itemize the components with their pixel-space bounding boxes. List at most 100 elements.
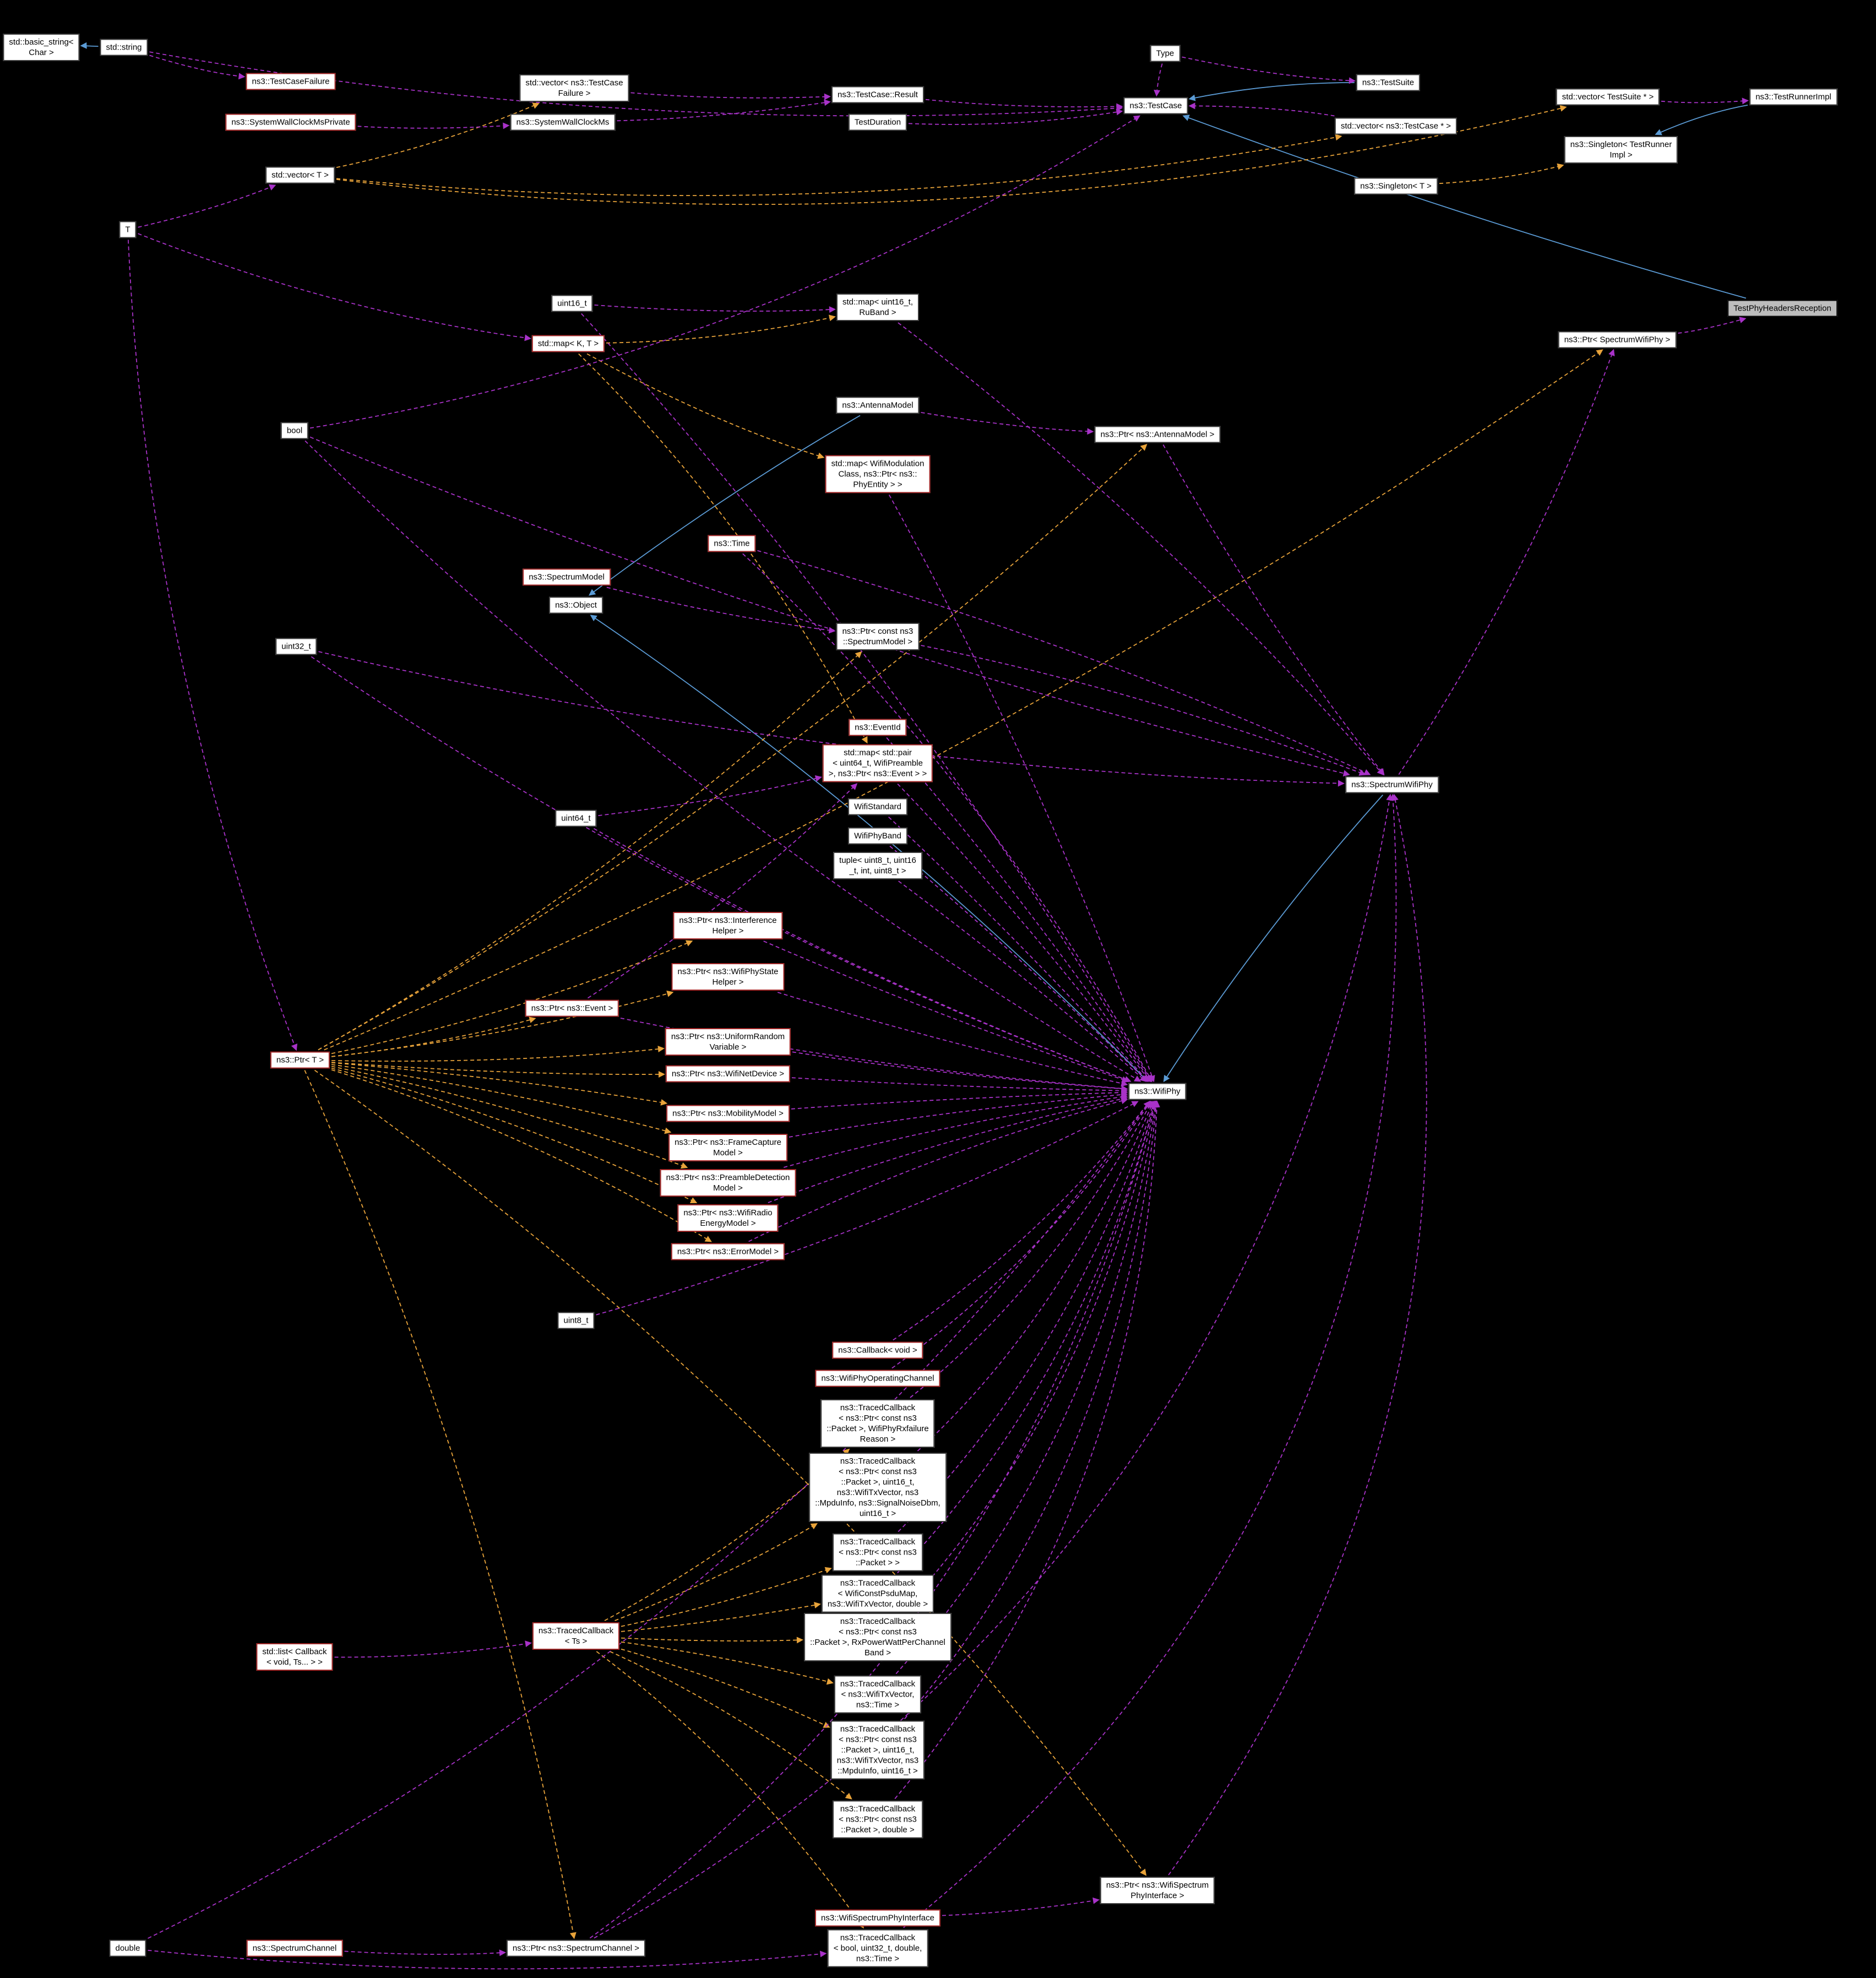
node-ptr_mobilitymodel[interactable]: ns3::Ptr< ns3::MobilityModel > bbox=[666, 1105, 790, 1122]
edge-spectrumwifiphy--ptr_spectrumwifiphy bbox=[1398, 349, 1615, 775]
node-bool[interactable]: bool bbox=[280, 422, 309, 439]
node-type[interactable]: Type bbox=[1150, 45, 1181, 62]
edge-tc_psdumap--wifiphy bbox=[897, 1100, 1157, 1574]
node-map_pair[interactable]: std::map< std::pair < uint64_t, WifiPrea… bbox=[822, 744, 933, 782]
node-vector_t[interactable]: std::vector< T > bbox=[265, 166, 335, 184]
node-ptr_wifinetdevice[interactable]: ns3::Ptr< ns3::WifiNetDevice > bbox=[665, 1065, 791, 1083]
node-testsuite[interactable]: ns3::TestSuite bbox=[1356, 74, 1421, 91]
edge-t--map_kt bbox=[138, 233, 531, 341]
edge-ptr_t--ptr_uniformrandom bbox=[331, 1046, 665, 1062]
node-uint8[interactable]: uint8_t bbox=[557, 1312, 595, 1329]
node-vec_testcasefailure[interactable]: std::vector< ns3::TestCase Failure > bbox=[519, 74, 629, 102]
edge-ptr_t--ptr_interferencehelper bbox=[331, 940, 693, 1055]
node-list_callback[interactable]: std::list< Callback < void, Ts... > > bbox=[256, 1643, 333, 1671]
edge-double--wifiphy bbox=[148, 1100, 1151, 1939]
node-syswallclockmsprivate[interactable]: ns3::SystemWallClockMsPrivate bbox=[225, 113, 356, 131]
edge-uint8--wifiphy bbox=[596, 1101, 1139, 1316]
node-map_kt[interactable]: std::map< K, T > bbox=[531, 335, 605, 352]
edge-tracedcallback_ts--tc_rxpower bbox=[621, 1637, 803, 1644]
node-spectrumwifiphy[interactable]: ns3::SpectrumWifiPhy bbox=[1345, 776, 1439, 794]
node-ptr_interferencehelper[interactable]: ns3::Ptr< ns3::Interference Helper > bbox=[673, 912, 783, 939]
node-basic_string[interactable]: std::basic_string< Char > bbox=[3, 34, 80, 61]
node-wifiphyoperatingchannel[interactable]: ns3::WifiPhyOperatingChannel bbox=[815, 1370, 940, 1387]
node-map_uint16_ruband[interactable]: std::map< uint16_t, RuBand > bbox=[836, 294, 919, 321]
edge-tc_rxfailure--wifiphy bbox=[910, 1100, 1152, 1398]
edge-ptr_t--ptr_const_spectrummodel bbox=[318, 651, 862, 1051]
node-tc_packet[interactable]: ns3::TracedCallback < ns3::Ptr< const ns… bbox=[833, 1533, 923, 1572]
node-ptr_antennamodel[interactable]: ns3::Ptr< ns3::AntennaModel > bbox=[1094, 426, 1221, 443]
edge-uint16--wifiphy bbox=[581, 313, 1152, 1083]
edge-ptr_spectrumchannel--wifiphy bbox=[589, 1100, 1157, 1939]
edge-ptr_uniformrandom--wifiphy bbox=[792, 1051, 1128, 1093]
node-tc_txvector_time[interactable]: ns3::TracedCallback < ns3::WifiTxVector,… bbox=[834, 1675, 922, 1714]
node-ptr_event[interactable]: ns3::Ptr< ns3::Event > bbox=[525, 999, 619, 1017]
node-antennamodel[interactable]: ns3::AntennaModel bbox=[836, 396, 920, 414]
node-testcase_result[interactable]: ns3::TestCase::Result bbox=[831, 86, 924, 104]
node-object[interactable]: ns3::Object bbox=[549, 596, 603, 614]
edge-tracedcallback_ts--tc_txvector_time bbox=[621, 1641, 834, 1685]
node-wifispectrumphyinterface[interactable]: ns3::WifiSpectrumPhyInterface bbox=[815, 1909, 940, 1927]
node-tc_rxfailure[interactable]: ns3::TracedCallback < ns3::Ptr< const ns… bbox=[820, 1399, 935, 1448]
node-callback_void[interactable]: ns3::Callback< void > bbox=[832, 1341, 923, 1359]
edge-type--testsuite bbox=[1182, 56, 1356, 84]
node-vec_testsuiteptr[interactable]: std::vector< TestSuite * > bbox=[1556, 88, 1660, 106]
node-testcase[interactable]: ns3::TestCase bbox=[1123, 97, 1188, 115]
node-tuple[interactable]: tuple< uint8_t, uint16 _t, int, uint8_t … bbox=[833, 852, 922, 879]
edge-ptr_t--ptr_spectrumwifiphy bbox=[324, 349, 1603, 1051]
node-ptr_wifispectrumphyinterface[interactable]: ns3::Ptr< ns3::WifiSpectrum PhyInterface… bbox=[1100, 1877, 1215, 1904]
node-t[interactable]: T bbox=[119, 221, 137, 238]
node-tracedcallback_ts[interactable]: ns3::TracedCallback < Ts > bbox=[532, 1622, 620, 1650]
node-wifiphyband[interactable]: WifiPhyBand bbox=[848, 827, 907, 845]
node-tc_signalnoise[interactable]: ns3::TracedCallback < ns3::Ptr< const ns… bbox=[809, 1453, 947, 1522]
node-tc_rxpower[interactable]: ns3::TracedCallback < ns3::Ptr< const ns… bbox=[804, 1613, 951, 1661]
edge-vector_t--vec_testcaseptr bbox=[336, 134, 1342, 197]
node-string[interactable]: std::string bbox=[100, 39, 148, 56]
node-vec_testcaseptr[interactable]: std::vector< ns3::TestCase * > bbox=[1334, 117, 1458, 135]
edge-double--tc_bool bbox=[148, 1949, 827, 1970]
node-ptr_errormodel[interactable]: ns3::Ptr< ns3::ErrorModel > bbox=[671, 1243, 785, 1260]
node-ptr_const_spectrummodel[interactable]: ns3::Ptr< const ns3 ::SpectrumModel > bbox=[836, 623, 920, 650]
node-tc_mpdu[interactable]: ns3::TracedCallback < ns3::Ptr< const ns… bbox=[830, 1720, 925, 1780]
node-wifistandard[interactable]: WifiStandard bbox=[848, 798, 907, 816]
node-uint32[interactable]: uint32_t bbox=[275, 638, 317, 655]
node-spectrumchannel[interactable]: ns3::SpectrumChannel bbox=[246, 1939, 343, 1957]
node-ptr_spectrumchannel[interactable]: ns3::Ptr< ns3::SpectrumChannel > bbox=[506, 1939, 646, 1957]
edge-ptr_t--ptr_event bbox=[331, 1017, 536, 1057]
node-ptr_spectrumwifiphy[interactable]: ns3::Ptr< SpectrumWifiPhy > bbox=[1558, 331, 1677, 349]
node-ptr_preambledetection[interactable]: ns3::Ptr< ns3::PreambleDetection Model > bbox=[660, 1169, 796, 1197]
edge-uint16--map_uint16_ruband bbox=[594, 305, 836, 313]
node-ptr_t[interactable]: ns3::Ptr< T > bbox=[270, 1051, 330, 1069]
edge-ptr_framecapture--wifiphy bbox=[789, 1091, 1128, 1138]
node-tc_psdumap[interactable]: ns3::TracedCallback < WifiConstPsduMap, … bbox=[821, 1574, 934, 1613]
node-tc_packet_double[interactable]: ns3::TracedCallback < ns3::Ptr< const ns… bbox=[833, 1800, 923, 1839]
node-wifiphy[interactable]: ns3::WifiPhy bbox=[1128, 1083, 1187, 1100]
edge-tracedcallback_ts--tc_bool bbox=[596, 1651, 864, 1929]
node-syswallclockms[interactable]: ns3::SystemWallClockMs bbox=[510, 113, 616, 131]
node-ptr_wifiradioenergy[interactable]: ns3::Ptr< ns3::WifiRadio EnergyModel > bbox=[677, 1204, 779, 1232]
edge-antennamodel--ptr_antennamodel bbox=[921, 412, 1094, 435]
edge-ptr_spectrumchannel--spectrumwifiphy bbox=[594, 794, 1393, 1939]
node-singleton_testrunner[interactable]: ns3::Singleton< TestRunner Impl > bbox=[1564, 136, 1678, 164]
node-singleton_t[interactable]: ns3::Singleton< T > bbox=[1354, 177, 1438, 195]
node-eventid[interactable]: ns3::EventId bbox=[849, 719, 907, 736]
node-testduration[interactable]: TestDuration bbox=[848, 113, 907, 131]
node-testrunnerimpl[interactable]: ns3::TestRunnerImpl bbox=[1749, 88, 1837, 106]
edge-ptr_event--map_pair bbox=[588, 783, 858, 999]
edge-callback_void--wifiphy bbox=[893, 1100, 1150, 1341]
node-testcasefailure[interactable]: ns3::TestCaseFailure bbox=[246, 73, 336, 90]
node-spectrummodel[interactable]: ns3::SpectrumModel bbox=[523, 568, 611, 586]
edge-bool--testcase bbox=[309, 115, 1141, 429]
node-time[interactable]: ns3::Time bbox=[708, 535, 756, 552]
node-testphyheaders[interactable]: TestPhyHeadersReception bbox=[1727, 300, 1837, 317]
node-uint64[interactable]: uint64_t bbox=[555, 809, 597, 827]
node-ptr_framecapture[interactable]: ns3::Ptr< ns3::FrameCapture Model > bbox=[668, 1134, 787, 1161]
node-tc_bool[interactable]: ns3::TracedCallback < bool, uint32_t, do… bbox=[827, 1929, 928, 1968]
node-double[interactable]: double bbox=[109, 1939, 146, 1957]
node-ptr_wifiphystate[interactable]: ns3::Ptr< ns3::WifiPhyState Helper > bbox=[671, 963, 785, 991]
node-uint16[interactable]: uint16_t bbox=[551, 295, 593, 312]
node-map_wifimodulation[interactable]: std::map< WifiModulation Class, ns3::Ptr… bbox=[825, 455, 931, 493]
edge-wifispectrumphyinterface--ptr_wifispectrumphyinterface bbox=[942, 1897, 1100, 1916]
edge-bool--wifiphy bbox=[304, 440, 1141, 1082]
node-ptr_uniformrandom[interactable]: ns3::Ptr< ns3::UniformRandom Variable > bbox=[665, 1028, 791, 1056]
